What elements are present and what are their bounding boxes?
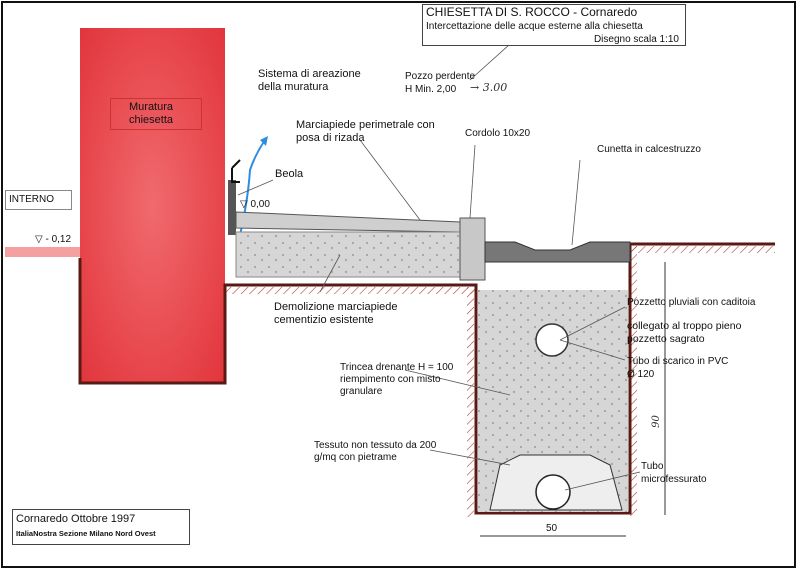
- trench-label: Trincea drenante H = 100 riempimento con…: [340, 362, 454, 397]
- dimension-width: 50: [546, 523, 558, 534]
- concrete-gutter: [484, 241, 631, 263]
- footer-org: ItaliaNostra Sezione Milano Nord Ovest: [16, 529, 156, 538]
- interior-floor: [5, 247, 80, 257]
- soil-hatch: [630, 246, 775, 253]
- church-wall: [80, 28, 225, 383]
- project-title: CHIESETTA DI S. ROCCO - Cornaredo: [426, 5, 638, 19]
- wall-label-box: Muratura chiesetta: [110, 98, 202, 130]
- pvc-pipe: [535, 323, 569, 357]
- gutter-label: Cunetta in calcestruzzo: [597, 144, 701, 155]
- interno-label: INTERNO: [9, 194, 54, 205]
- geotextile-label: Tessuto non tessuto da 200 g/mq con piet…: [314, 440, 437, 463]
- aeration-label: Sistema di areazione della muratura: [258, 68, 361, 93]
- pozzetto-note: collegato al troppo pieno pozzetto sagra…: [627, 320, 742, 345]
- pozzetto-label: Pozzetto pluviali con caditoia: [627, 297, 756, 308]
- slotted-pipe-label: Tubo microfessurato: [641, 461, 707, 485]
- demolition-label: Demolizione marciapiede cementizio esist…: [274, 301, 398, 326]
- title-block: CHIESETTA DI S. ROCCO - Cornaredo Interc…: [422, 4, 686, 46]
- pvc-pipe-label: Tubo di scarico in PVC Ø 120: [627, 356, 729, 380]
- soil-hatch: [222, 287, 477, 294]
- soil-hatch: [467, 287, 474, 517]
- interno-box: INTERNO: [5, 190, 72, 210]
- pozzo-label: Pozzo perdente: [405, 71, 476, 82]
- wall-label: Muratura chiesetta: [129, 101, 174, 126]
- dimension-height: 90: [650, 415, 662, 428]
- excavation-outline: [78, 242, 775, 515]
- pozzo-min-label: H Min. 2,00: [405, 84, 457, 95]
- sidewalk-label: Marciapiede perimetrale con posa di riza…: [296, 119, 435, 144]
- curb: [459, 217, 486, 281]
- soil-hatch: [630, 246, 637, 516]
- project-subtitle: Intercettazione delle acque esterne alla…: [426, 21, 643, 32]
- level-exterior: ▽ 0,00: [240, 199, 270, 210]
- curb-label: Cordolo 10x20: [465, 128, 531, 139]
- beola-label: Beola: [275, 168, 304, 180]
- level-interior: ▽ - 0,12: [35, 234, 72, 245]
- sidewalk-slab: [235, 211, 461, 233]
- footer-block: Cornaredo Ottobre 1997 ItaliaNostra Sezi…: [12, 509, 190, 545]
- sidewalk-gravel: [235, 231, 461, 278]
- pozzo-handwritten-note: → 3.00: [470, 81, 508, 94]
- beola-slab: [228, 180, 236, 235]
- footer-date: Cornaredo Ottobre 1997: [16, 513, 136, 525]
- slotted-pipe: [535, 474, 571, 510]
- scale-label: Disegno scala 1:10: [593, 34, 679, 45]
